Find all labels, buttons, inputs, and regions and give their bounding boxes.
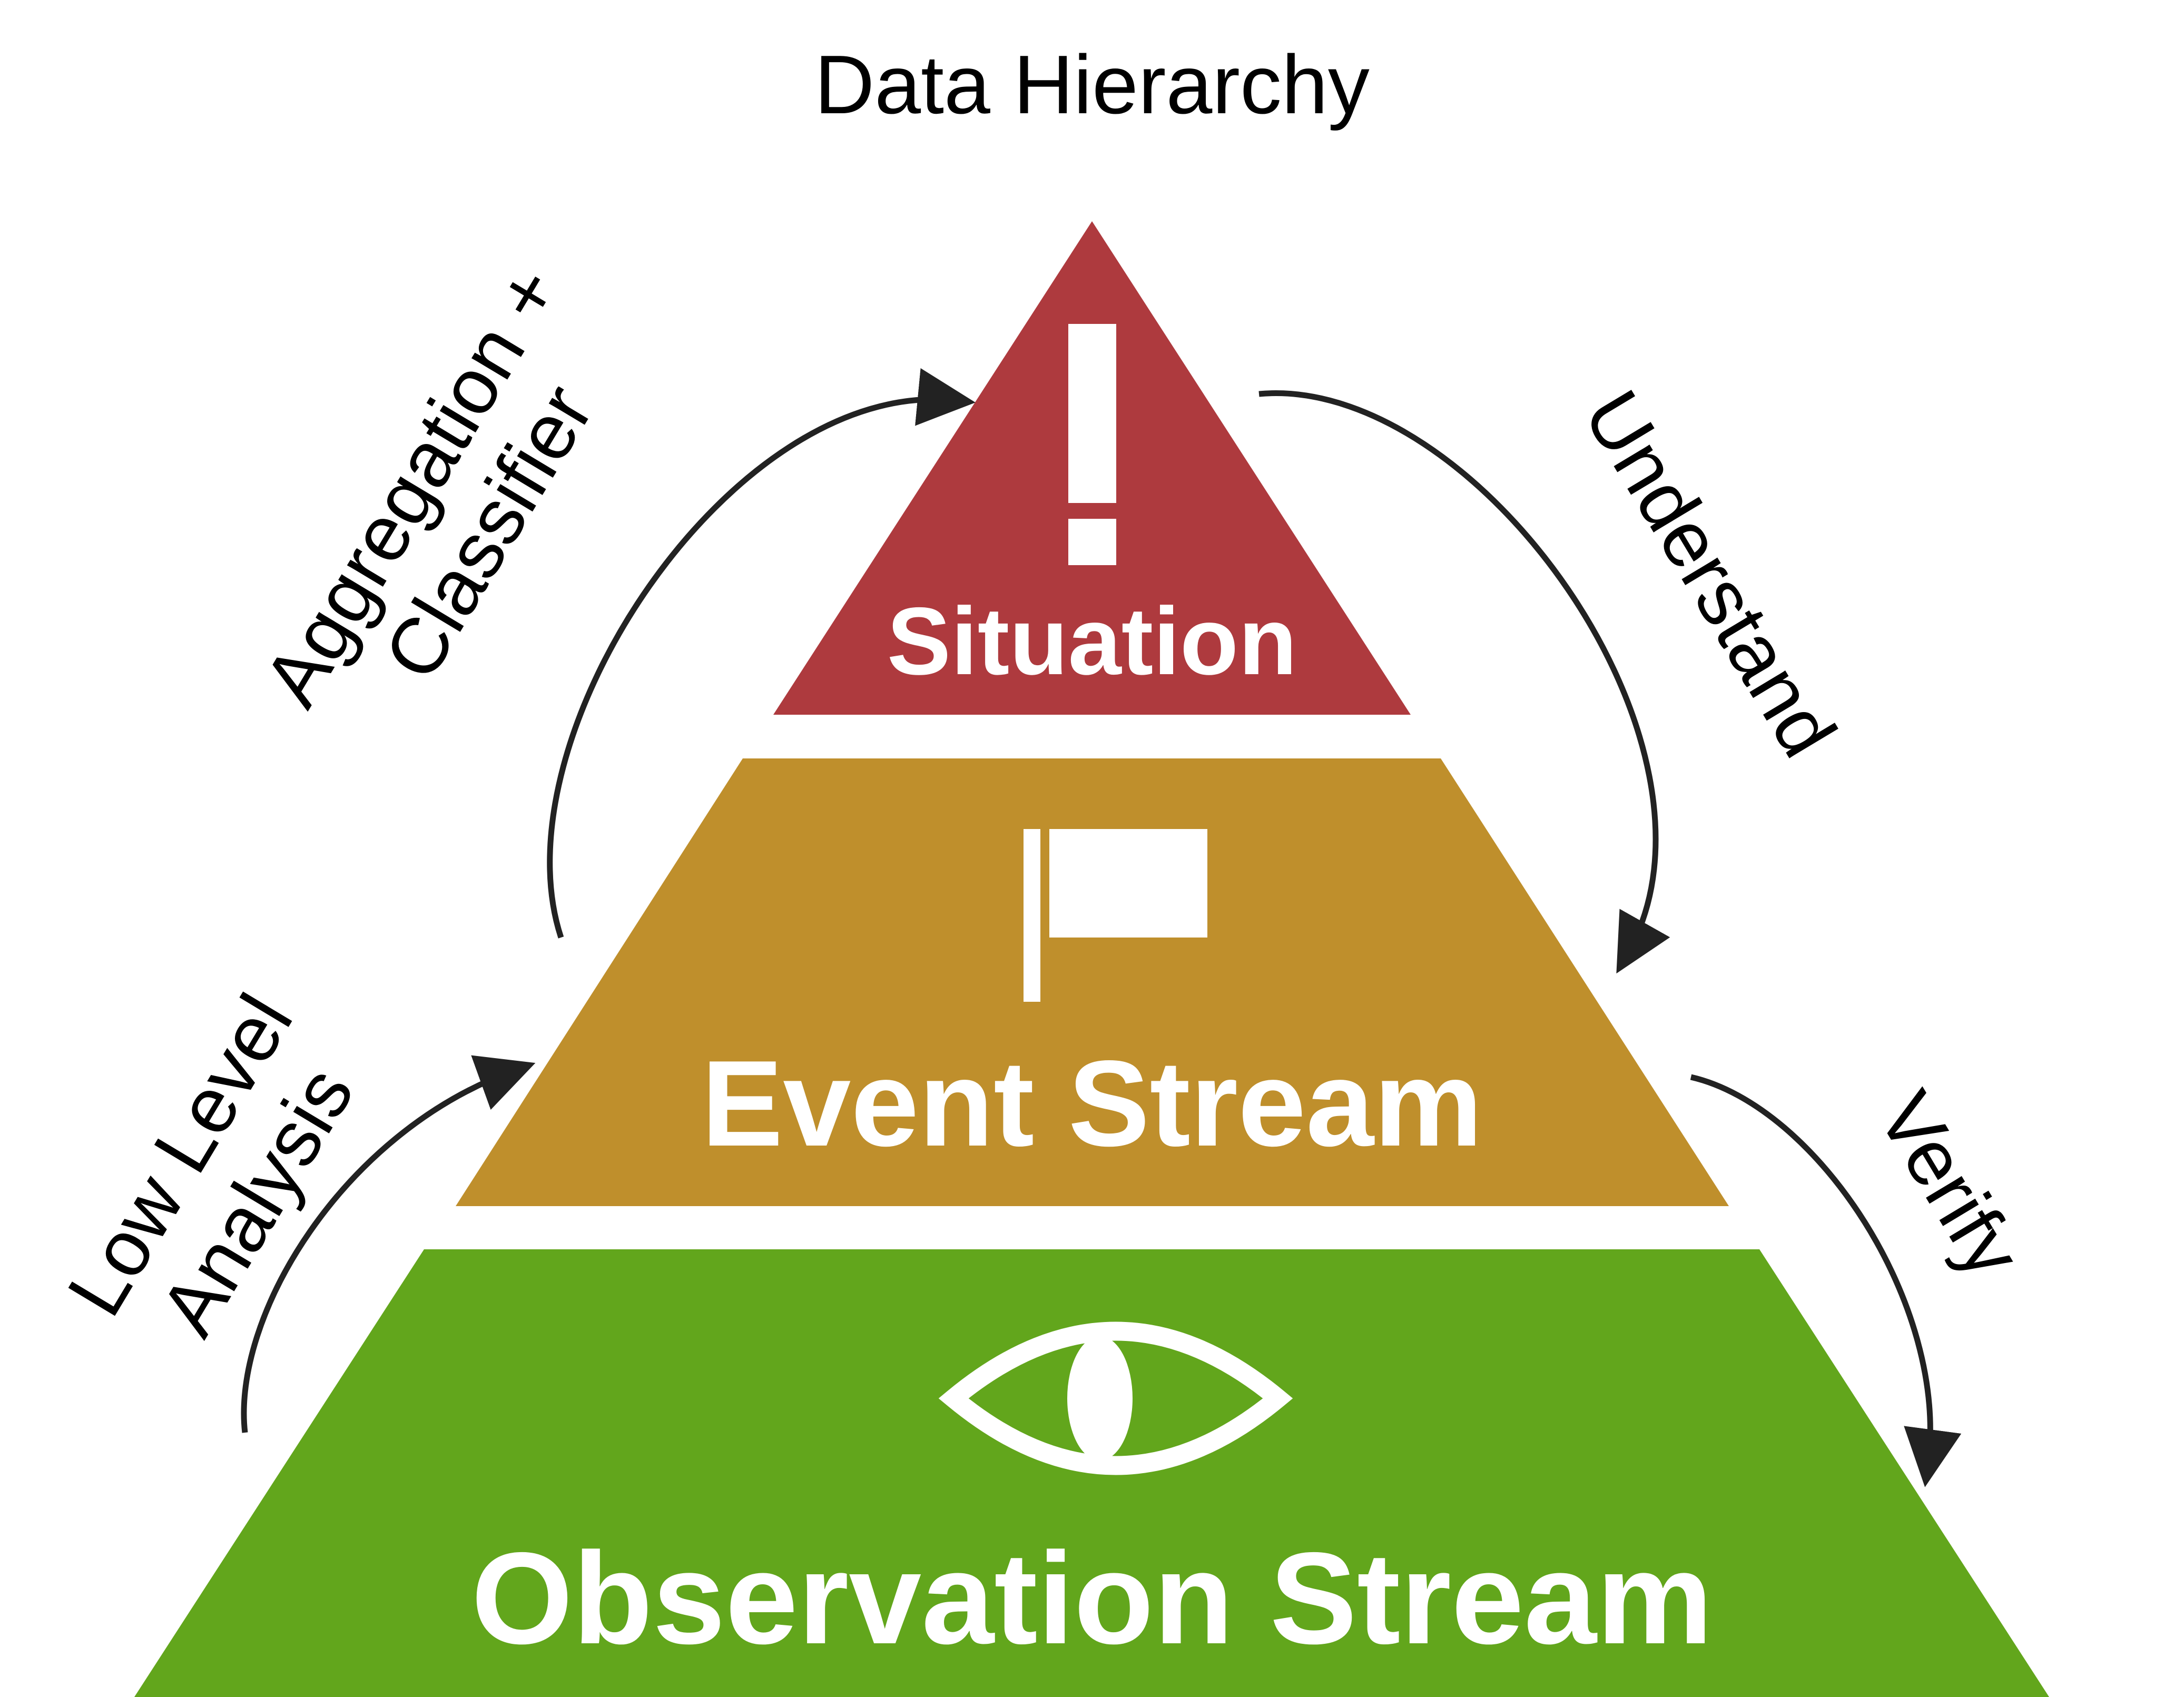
exclamation-icon bbox=[1068, 324, 1116, 565]
observation-stream-layer: Observation Stream bbox=[134, 1249, 2049, 1697]
understand-arrow bbox=[1258, 390, 1670, 974]
low-level-analysis-arrow bbox=[241, 1055, 536, 1433]
understand-label-text: Understand bbox=[1567, 376, 1853, 771]
low-level-analysis-label: Low Level Analysis bbox=[50, 980, 370, 1350]
flag-icon bbox=[1024, 829, 1207, 1002]
observation-stream-label: Observation Stream bbox=[471, 1525, 1713, 1671]
eye-icon bbox=[938, 1321, 1293, 1475]
understand-label: Understand bbox=[1567, 376, 1853, 771]
situation-layer: Situation bbox=[773, 221, 1411, 715]
verify-arrow bbox=[1690, 1074, 1962, 1487]
event-stream-shape bbox=[456, 758, 1729, 1206]
event-stream-label: Event Stream bbox=[702, 1035, 1483, 1172]
aggregation-classifier-arrow bbox=[547, 368, 976, 939]
situation-label: Situation bbox=[887, 587, 1297, 695]
event-stream-layer: Event Stream bbox=[456, 758, 1729, 1206]
diagram-title: Data Hierarchy bbox=[814, 38, 1370, 131]
